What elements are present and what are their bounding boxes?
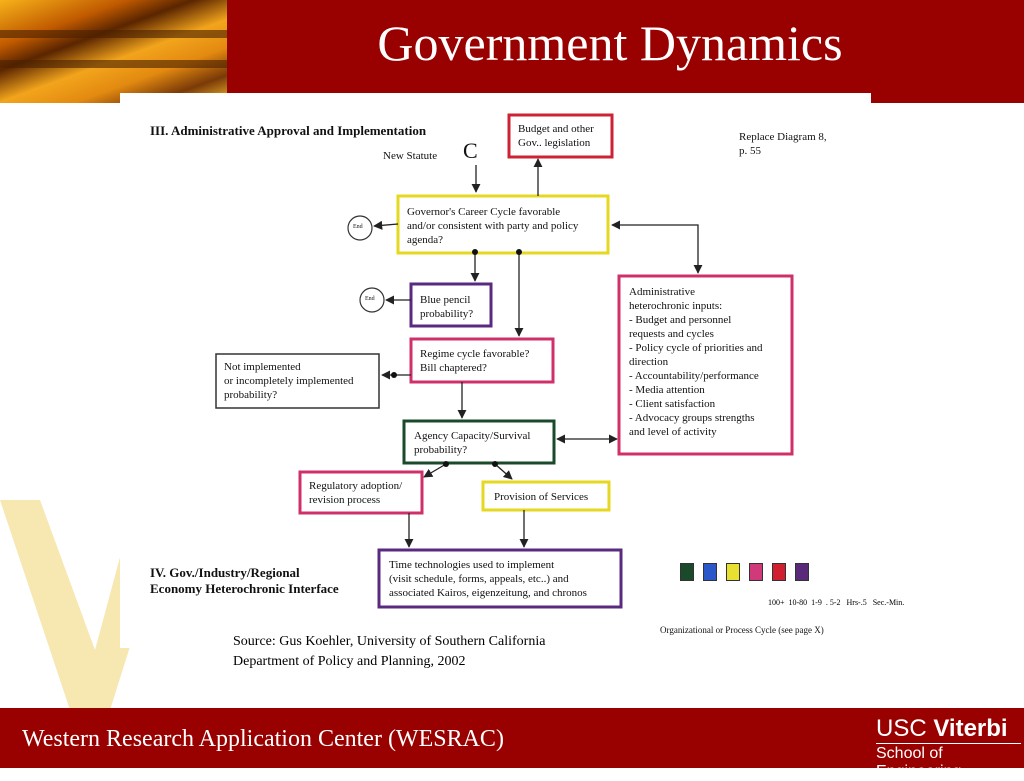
end-label-2: End [365, 296, 375, 302]
regulatory-text: Regulatory adoption/ revision process [309, 480, 403, 506]
slide-title: Government Dynamics [377, 15, 843, 71]
source-citation: Source: Gus Koehler, University of South… [233, 634, 546, 669]
logo-usc: USC [876, 715, 927, 742]
new-statute-label: New Statute [383, 150, 438, 162]
logo-divider [876, 743, 1021, 744]
usc-viterbi-logo: USC Viterbi [876, 715, 1008, 743]
legend-swatch [772, 563, 786, 581]
legend-swatch [703, 563, 717, 581]
legend-swatch [795, 563, 809, 581]
provision-box [481, 480, 611, 512]
diagram-lines [215, 113, 794, 609]
regime-text: Regime cycle favorable? Bill chaptered? [420, 348, 530, 374]
time-tech-text: Time technologies used to implement (vis… [389, 559, 587, 599]
admin-inputs-text: Administrative heterochronic inputs: - B… [629, 286, 763, 438]
regulatory-box [298, 470, 424, 515]
section-3-heading: III. Administrative Approval and Impleme… [150, 123, 427, 138]
blue-pencil-box [409, 282, 493, 328]
section-4-heading: IV. Gov./Industry/Regional Economy Heter… [150, 565, 339, 596]
legend-swatch [680, 563, 694, 581]
c-label: C [463, 138, 478, 163]
not-implemented-text: Not implemented or incompletely implemen… [224, 361, 354, 401]
time-tech-box [377, 548, 623, 609]
budget-box [507, 113, 614, 159]
end-circle-1 [347, 215, 373, 241]
governor-text: Governor's Career Cycle favorable and/or… [407, 206, 579, 246]
corner-image [0, 0, 227, 103]
legend-swatch [749, 563, 763, 581]
admin-inputs-box [617, 274, 794, 456]
legend-labels: 100+ 10-80 1-9 . 5-2 Hrs-.5 Sec.-Min. [768, 598, 905, 607]
legend-caption: Organizational or Process Cycle (see pag… [660, 625, 824, 635]
logo-school: School of Engineering [876, 745, 962, 780]
regime-box [409, 337, 555, 384]
provision-text: Provision of Services [494, 491, 589, 503]
replace-note: Replace Diagram 8, p. 55 [739, 131, 827, 157]
agency-box [402, 419, 556, 465]
end-label-1: End [353, 224, 363, 230]
budget-text: Budget and other Gov.. legislation [518, 123, 594, 149]
footer-bar [0, 708, 1024, 768]
blue-pencil-text: Blue pencil probability? [420, 294, 474, 320]
end-circle-2 [359, 287, 385, 313]
footer-text: Western Research Application Center (WES… [22, 726, 504, 752]
process-diagram: III. Administrative Approval and Impleme… [120, 93, 904, 648]
agency-text: Agency Capacity/Survival probability? [414, 430, 531, 456]
not-implemented-box [215, 353, 380, 409]
legend-swatch [726, 563, 740, 581]
logo-viterbi: Viterbi [933, 715, 1008, 742]
